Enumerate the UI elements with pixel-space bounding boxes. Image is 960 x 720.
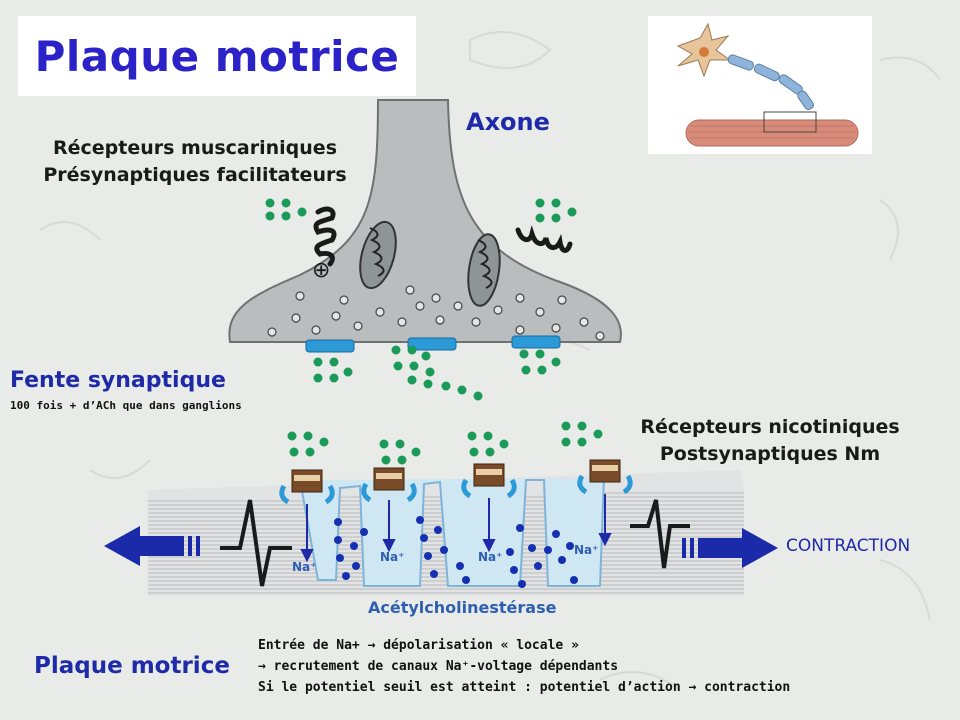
- inset-zoom-box: [763, 111, 817, 133]
- nicotinic-receptors-label: Récepteurs nicotiniques Postsynaptiques …: [620, 414, 920, 468]
- muscarinic-label-line1: Récepteurs muscariniques: [52, 137, 338, 159]
- presynaptic-terminal: [228, 99, 622, 353]
- notes-line-3: Si le potentiel seuil est atteint : pote…: [258, 680, 791, 695]
- nicotinic-receptor-1: [279, 469, 335, 505]
- title-box: Plaque motrice: [18, 16, 416, 96]
- muscle-fiber: [148, 470, 744, 596]
- mitochondrion-left: [359, 220, 397, 290]
- muscarinic-receptor-left: [313, 206, 337, 267]
- page-title: Plaque motrice: [34, 31, 400, 81]
- contraction-label: CONTRACTION: [786, 536, 911, 556]
- explanation-notes: Entrée de Na+ → dépolarisation « locale …: [258, 635, 948, 698]
- nicotinic-label-line2: Postsynaptiques Nm: [659, 443, 881, 465]
- synaptic-cleft-label: Fente synaptique: [10, 368, 226, 393]
- nicotinic-receptors: [279, 459, 633, 505]
- acetylcholine-molecules: [265, 198, 603, 465]
- muscarinic-receptor-right: [515, 225, 573, 253]
- synaptic-vesicles: [267, 285, 605, 341]
- na-ion-label-2: Na⁺: [380, 550, 405, 564]
- na-ion-label-1: Na⁺: [292, 560, 317, 574]
- nicotinic-label-line1: Récepteurs nicotiniques: [640, 416, 900, 438]
- motor-endplate-label: Plaque motrice: [34, 653, 230, 679]
- nicotinic-receptor-2: [361, 467, 417, 503]
- propagation-arrow-right: [682, 528, 778, 568]
- facilitation-plus-sign: ⊕: [312, 258, 331, 283]
- propagation-arrow-left: [104, 526, 200, 566]
- nicotinic-receptor-4: [577, 459, 633, 495]
- muscarinic-receptors-label: Récepteurs muscariniques Présynaptiques …: [30, 135, 360, 189]
- acetylcholinesterase-label: Acétylcholinestérase: [368, 598, 557, 617]
- action-potential-right: [630, 499, 690, 569]
- axon-label: Axone: [466, 108, 550, 136]
- synaptic-cleft-note: 100 fois + d’ACh que dans ganglions: [10, 399, 242, 412]
- inset-axon: [727, 54, 814, 110]
- action-potential-left: [220, 499, 292, 587]
- neuron-inset-figure: [648, 16, 872, 154]
- notes-line-2: → recrutement de canaux Na⁺-voltage dépe…: [258, 659, 619, 674]
- acetylcholinesterase-molecules: [334, 516, 578, 588]
- mitochondrion-right: [467, 233, 501, 307]
- muscarinic-label-line2: Présynaptiques facilitateurs: [43, 164, 347, 186]
- nicotinic-receptor-3: [461, 463, 517, 499]
- release-sites: [305, 335, 561, 353]
- na-influx-arrows: [300, 494, 612, 563]
- na-ion-label-3: Na⁺: [478, 550, 503, 564]
- na-ion-label-4: Na⁺: [574, 543, 599, 557]
- notes-line-1: Entrée de Na+ → dépolarisation « locale …: [258, 638, 579, 653]
